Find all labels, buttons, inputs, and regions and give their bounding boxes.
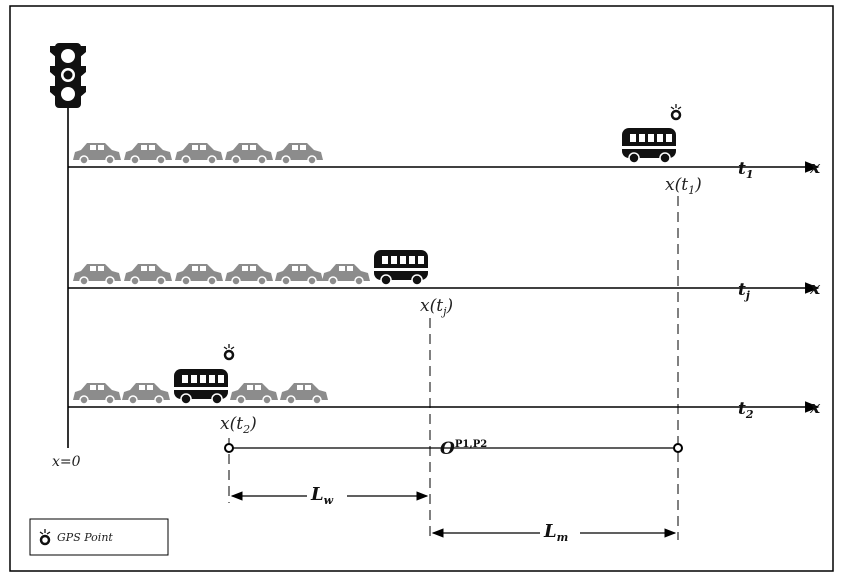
bus-icon-t1 — [622, 128, 676, 163]
car-icon — [275, 143, 323, 164]
car-icon — [73, 264, 121, 285]
lane-t1-axis-label: x — [809, 158, 821, 178]
queue-t1 — [73, 143, 323, 164]
car-icon — [225, 143, 273, 164]
legend-label: GPS Point — [57, 531, 113, 544]
overlap-end-point — [674, 444, 682, 452]
overlap-label: OP1,P2 — [440, 439, 487, 459]
car-icon — [124, 143, 172, 164]
queue-tj — [73, 264, 370, 285]
car-icon — [122, 383, 170, 404]
overlap-start-point — [225, 444, 233, 452]
car-icon — [175, 143, 223, 164]
bus-icon-tj — [374, 250, 428, 285]
lane-t2-time-label: t2 — [738, 399, 754, 421]
lane-t2-position-label: x(t2) — [220, 414, 257, 436]
bus-icon-t2 — [174, 369, 228, 404]
lane-tj-time-label: tj — [738, 280, 750, 302]
car-icon — [73, 383, 121, 404]
car-icon — [275, 264, 323, 285]
gps-point-icon-t1 — [671, 104, 681, 119]
car-icon — [230, 383, 278, 404]
traffic-light-icon — [50, 43, 86, 108]
lane-tj-position-label: x(tj) — [420, 296, 453, 318]
car-icon — [322, 264, 370, 285]
car-icon — [225, 264, 273, 285]
car-icon — [124, 264, 172, 285]
legend: GPS Point — [30, 519, 168, 555]
lane-tj-axis-label: x — [809, 279, 821, 299]
car-icon — [280, 383, 328, 404]
car-icon — [73, 143, 121, 164]
lane-t1-time-label: t1 — [738, 159, 754, 181]
lane-t2-axis-label: x — [809, 398, 821, 418]
car-icon — [175, 264, 223, 285]
gps-point-icon-t2 — [224, 344, 234, 359]
lane-t1-position-label: x(t1) — [665, 175, 702, 197]
origin-label: x=0 — [52, 454, 81, 470]
